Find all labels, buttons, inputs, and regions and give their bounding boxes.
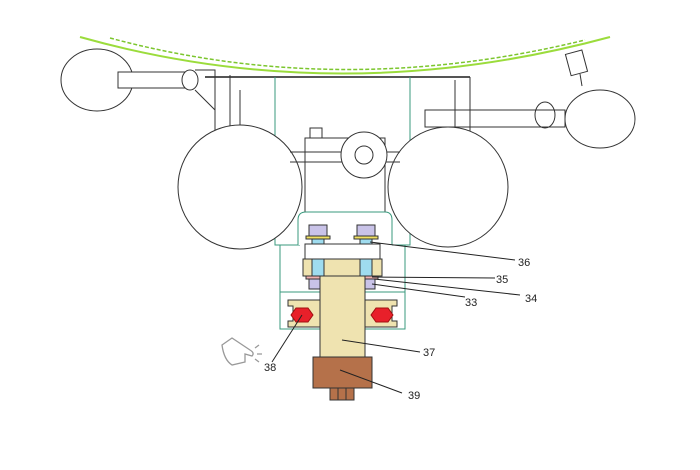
label-38: 38 (264, 362, 276, 374)
label-36: 36 (518, 257, 530, 269)
clamp-plate (304, 243, 381, 260)
left-rod-collar (181, 69, 199, 91)
rail-outer (79, 36, 611, 75)
pointing-hand-icon (221, 337, 262, 366)
rail-inner (109, 37, 586, 71)
base-stub (329, 387, 355, 401)
right-ring (534, 101, 556, 129)
label-39: 39 (408, 390, 420, 402)
shaft-right (359, 258, 373, 277)
right-rod (424, 109, 566, 128)
pulley-hub (354, 145, 374, 165)
top-stub (309, 127, 323, 139)
right-wheel (387, 126, 509, 248)
column-37 (319, 275, 366, 358)
label-34: 34 (525, 293, 537, 305)
sensor-pin (579, 73, 583, 87)
right-knob (564, 89, 636, 149)
shaft-left (311, 258, 325, 277)
left-wheel (177, 124, 303, 250)
label-35: 35 (496, 274, 508, 286)
sensor (564, 49, 589, 77)
base-39 (312, 356, 373, 389)
leader-lines (271, 241, 521, 394)
label-33: 33 (465, 297, 477, 309)
label-37: 37 (423, 347, 435, 359)
hex-bolt-right (370, 307, 394, 323)
left-rod (117, 71, 189, 89)
